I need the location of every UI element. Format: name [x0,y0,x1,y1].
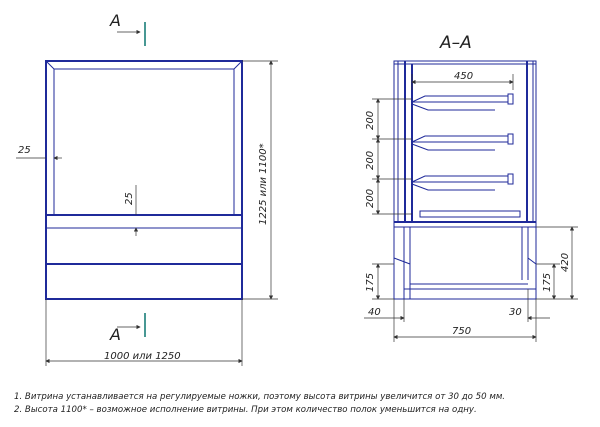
section-letter-bottom: A [109,325,121,344]
dim-shelf-depth: 450 [411,71,514,90]
case-outline [45,60,243,300]
dim-base-left-label: 175 [365,273,376,292]
dim-base-left: 175 [365,263,394,300]
dim-base-height-label: 420 [560,253,571,272]
dim-shelf-spacing: 200 200 200 [365,98,412,215]
section-marker-top: A [109,11,146,46]
section-outline [393,60,537,300]
note-1: 1. Витрина устанавливается на регулируем… [14,392,506,402]
dim-width-label: 1000 или 1250 [104,351,181,362]
glass-panel [53,68,235,216]
dim-height-label: 1225 или 1100* [258,143,269,225]
note-2: 2. Высота 1100* – возможное исполнение в… [14,405,477,415]
dim-depth: 750 [393,326,537,340]
dim-offsets: 40 30 [364,289,550,342]
dim-base-right: 175 420 [536,226,578,300]
section-letter-top: A [109,11,121,30]
dim-bottom-inset-label: 25 [124,192,135,205]
section-view: А–А [364,33,578,342]
bottom-deck [419,210,521,218]
shelves [411,93,514,191]
dim-depth-label: 750 [452,326,471,337]
dim-front-offset-label: 40 [368,307,381,318]
dim-height: 1225 или 1100* [242,60,278,300]
dim-shelf-depth-label: 450 [454,71,473,82]
dim-side-inset-label: 25 [18,145,31,156]
base-cabinet [393,227,537,299]
dim-shelf-spacing-1-label: 200 [365,111,376,130]
section-title: А–А [439,33,472,53]
dim-base-right-label: 175 [542,273,553,292]
dim-side-inset: 25 [16,145,62,161]
dim-width: 1000 или 1250 [45,299,243,366]
section-marker-bottom: A [109,313,146,344]
notes-block: 1. Витрина устанавливается на регулируем… [14,391,594,417]
front-view: A 25 25 1225 или 110 [16,11,278,366]
dim-shelf-spacing-3-label: 200 [365,189,376,208]
dim-bottom-inset: 25 [124,185,139,236]
dim-shelf-spacing-2-label: 200 [365,151,376,170]
dim-rear-offset-label: 30 [509,307,522,318]
